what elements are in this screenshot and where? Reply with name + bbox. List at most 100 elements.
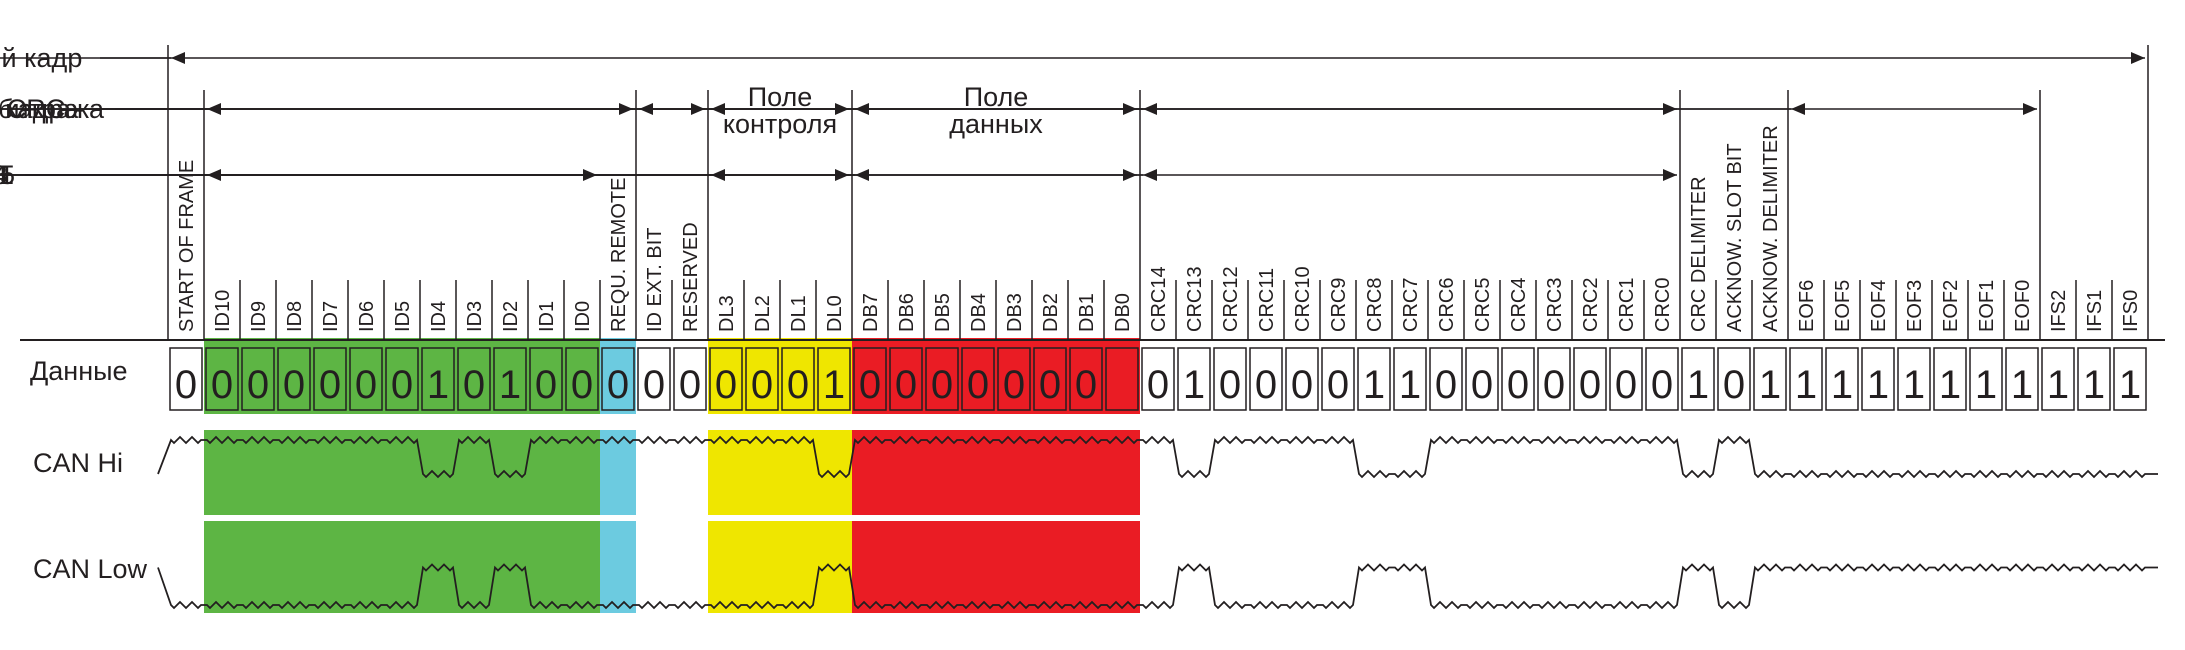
bit-box [925,347,959,411]
arrow-head [2023,103,2037,115]
field-name-label: ID10 [212,290,234,332]
bit-value: 0 [1219,363,1241,407]
bit-box [1501,347,1535,411]
bit-box [2077,347,2111,411]
bit-box [1321,347,1355,411]
bit-value: 1 [1939,363,1961,407]
field-group-fill [852,338,1140,414]
field-name-label: ID3 [464,301,486,332]
bit-box [421,347,455,411]
field-name-label: DB1 [1076,293,1098,332]
bit-box [601,347,635,411]
row-label-data: Данные [30,356,128,386]
bit-box [1789,347,1823,411]
bit-box [2041,347,2075,411]
bit-value: 0 [679,363,701,407]
field-name-label: DL1 [788,295,810,332]
field-name-label: DB2 [1040,293,1062,332]
field-name-label: ID9 [248,301,270,332]
field-name-label: CRC7 [1400,278,1422,332]
bit-value: 0 [1255,363,1277,407]
field-name-label: IFS0 [2120,290,2142,332]
arrow-head [1791,103,1805,115]
bit-value: 0 [1039,363,1061,407]
bit-box [781,347,815,411]
bit-value: 0 [931,363,953,407]
bit-value: 1 [1831,363,1853,407]
field-name-label: CRC10 [1292,266,1314,332]
bit-value: 0 [859,363,881,407]
bit-box [1141,347,1175,411]
field-name-label: CRC DELIMITER [1688,176,1710,332]
can-low-waveform [157,563,2158,610]
field-name-label: CRC1 [1616,278,1638,332]
field-name-label: DL2 [752,295,774,332]
bit-box [385,347,419,411]
bit-value: 0 [391,363,413,407]
field-name-label: EOF1 [1976,280,1998,332]
field-name-label: START OF FRAME [176,160,198,332]
bit-value: 0 [319,363,341,407]
arrow-head [2131,52,2145,64]
bit-value: 1 [1903,363,1925,407]
bit-box [817,347,851,411]
bit-value: 0 [1723,363,1745,407]
bit-value: 0 [463,363,485,407]
field-name-label: CRC13 [1184,266,1206,332]
field-name-label: EOF6 [1796,280,1818,332]
bit-value: 1 [427,363,449,407]
bit-value: 1 [823,363,845,407]
can-low-group-fill [852,521,1140,613]
bus-waveforms [157,435,2158,610]
frame-grid-lines [20,45,2165,341]
field-group-fill [708,338,852,414]
bit-box [205,347,239,411]
field-name-label: ID7 [320,301,342,332]
bit-value: 0 [751,363,773,407]
bit-value: 1 [2083,363,2105,407]
bit-box [745,347,779,411]
span-arrows: Полный кадрПоле арбитражаПоле CRCКонец к… [0,43,2145,190]
field-name-label: DB6 [896,293,918,332]
bit-value: 1 [1759,363,1781,407]
bit-box [565,347,599,411]
bit-box [1645,347,1679,411]
field-name-label: CRC2 [1580,278,1602,332]
bit-box [1861,347,1895,411]
field-name-label: EOF0 [2012,280,2034,332]
bit-value: 0 [175,363,197,407]
bit-value: 0 [283,363,305,407]
bit-box [673,347,707,411]
bit-box [241,347,275,411]
bit-value: 1 [499,363,521,407]
bit-box [1465,347,1499,411]
bit-value: 0 [355,363,377,407]
field-name-label: CRC4 [1508,278,1530,332]
bit-value: 0 [1075,363,1097,407]
bit-box [1069,347,1103,411]
field-group-fill [600,338,636,414]
bit-box [277,347,311,411]
bit-value: 0 [787,363,809,407]
field-name-label: DB0 [1112,293,1134,332]
row-label-can-low: CAN Low [33,554,148,584]
bit-box [1753,347,1787,411]
bit-value: 1 [1183,363,1205,407]
field-name-label: DL3 [716,295,738,332]
bit-box [889,347,923,411]
bit-box [169,347,203,411]
full-frame-span-label: Полный кадр [0,43,82,73]
data-field-label-2: данных [949,109,1043,139]
bit-value: 0 [1651,363,1673,407]
field-name-label: ID1 [536,301,558,332]
field-name-label: ID8 [284,301,306,332]
bit-box [1033,347,1067,411]
crc-count-span-label: 15 [0,160,15,190]
field-name-label: CRC14 [1148,266,1170,332]
bit-box [493,347,527,411]
field-name-label: EOF2 [1940,280,1962,332]
bit-box [1177,347,1211,411]
bit-value: 0 [895,363,917,407]
bit-value: 0 [1615,363,1637,407]
